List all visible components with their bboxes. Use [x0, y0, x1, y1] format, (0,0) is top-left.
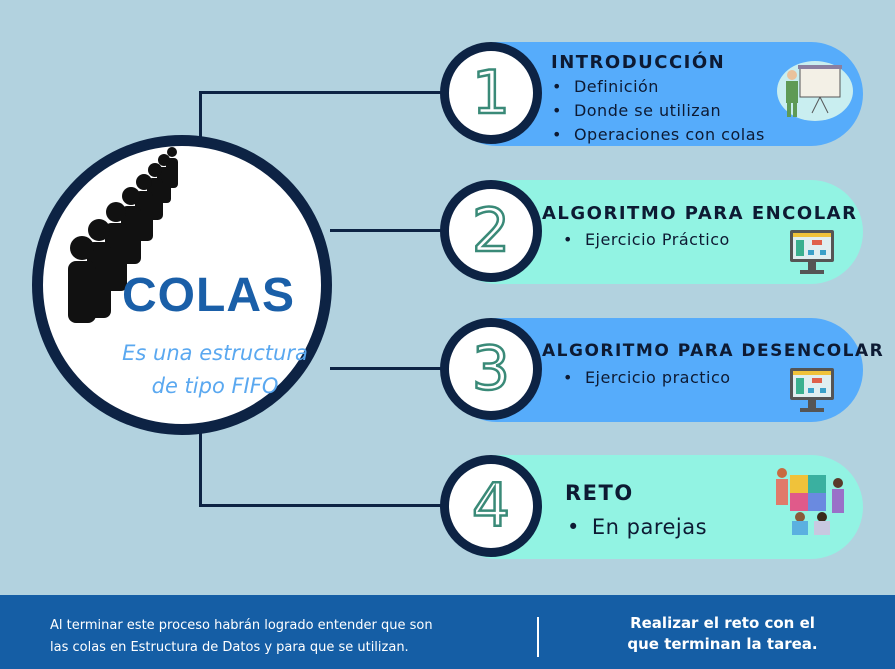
computer-flowchart-icon [790, 230, 834, 274]
step-1-heading: INTRODUCCIÓN [551, 52, 726, 73]
step-3-item: Ejercicio practico [563, 368, 731, 387]
step-2-heading: ALGORITMO PARA ENCOLAR [542, 203, 858, 224]
step-1-item: Donde se utilizan [552, 101, 721, 120]
footer-line: las colas en Estructura de Datos y para … [50, 640, 409, 655]
footer-divider [537, 617, 539, 657]
footer-right-text: Realizar el reto con el que terminan la t… [600, 613, 845, 655]
step-3-heading: ALGORITMO PARA DESENCOLAR [542, 341, 885, 361]
queue-people-icon [68, 147, 178, 323]
step-2-number: 2 [440, 180, 542, 282]
puzzle-team-icon [776, 468, 844, 535]
footer-line: Realizar el reto con el [630, 614, 815, 632]
subtitle-line: Es una estructura [122, 341, 308, 365]
presentation-icon [777, 61, 853, 121]
footer-line: que terminan la tarea. [627, 635, 818, 653]
footer-left-text: Al terminar este proceso habrán logrado … [50, 615, 433, 659]
connector-1 [199, 91, 449, 94]
step-1-item: Operaciones con colas [552, 125, 765, 144]
connector-3 [330, 367, 450, 370]
step-4-item: En parejas [567, 515, 707, 539]
step-1-item: Definición [552, 77, 659, 96]
subtitle-line: de tipo FIFO [151, 374, 279, 398]
connector-4 [199, 504, 449, 507]
footer: Al terminar este proceso habrán logrado … [0, 595, 895, 669]
page-title: COLAS [122, 269, 295, 322]
computer-flowchart-icon [790, 368, 834, 412]
step-4-number: 4 [440, 455, 542, 557]
step-2-item: Ejercicio Práctico [563, 230, 730, 249]
footer-line: Al terminar este proceso habrán logrado … [50, 618, 433, 633]
connector-2 [330, 229, 450, 232]
step-1-number: 1 [440, 42, 542, 144]
step-4-heading: RETO [565, 481, 634, 505]
step-3-number: 3 [440, 318, 542, 420]
subtitle: Es una estructura de tipo FIFO [100, 337, 330, 403]
